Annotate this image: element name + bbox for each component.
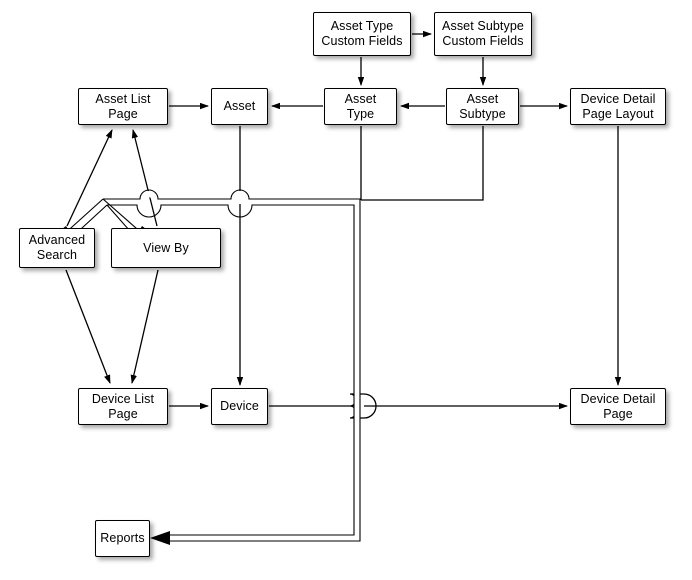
node-asset-type[interactable]: Asset Type [324, 88, 397, 125]
node-asset-type-custom-fields[interactable]: Asset Type Custom Fields [313, 12, 411, 56]
bus-arrowhead-reports [150, 531, 170, 545]
edge-device-to-device-detail-page [269, 393, 567, 419]
node-device-list-page[interactable]: Device List Page [78, 388, 168, 425]
bus-rail-inner [107, 204, 355, 536]
node-asset-subtype-custom-fields[interactable]: Asset Subtype Custom Fields [434, 12, 532, 56]
edge-view-by-to-asset-list-page [131, 129, 158, 227]
edge-advanced-search-to-device-list-page [65, 269, 111, 384]
node-asset[interactable]: Asset [211, 88, 268, 125]
bus-rail-outer [103, 189, 361, 542]
node-advanced-search[interactable]: Advanced Search [19, 228, 95, 268]
node-device-detail-page[interactable]: Device Detail Page [570, 388, 666, 425]
node-device[interactable]: Device [211, 388, 268, 425]
bus-underlay [105, 191, 360, 541]
node-view-by[interactable]: View By [111, 228, 221, 268]
node-reports[interactable]: Reports [95, 520, 150, 557]
edge-view-by-to-device-list-page [130, 269, 159, 384]
node-device-detail-page-layout[interactable]: Device Detail Page Layout [570, 88, 666, 125]
edge-advanced-search-to-asset-list-page [66, 129, 113, 227]
node-asset-subtype[interactable]: Asset Subtype [446, 88, 519, 125]
edge-asset-subtype-to-bus [361, 126, 484, 201]
node-asset-list-page[interactable]: Asset List Page [78, 88, 168, 125]
